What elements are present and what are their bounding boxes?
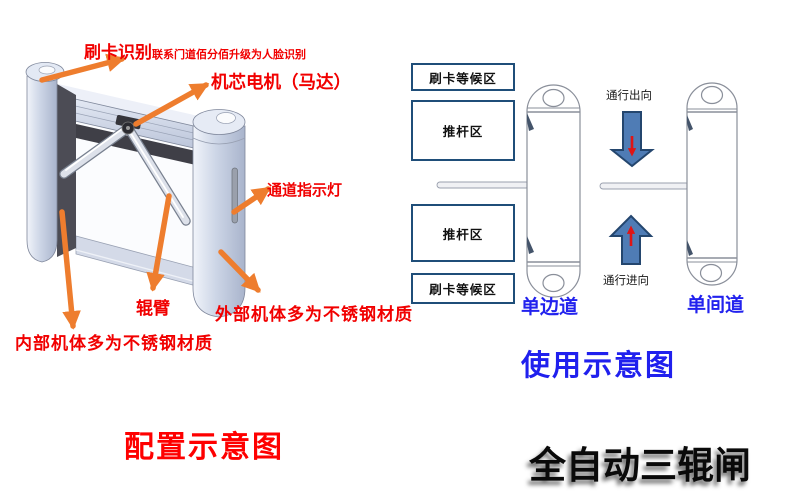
zone-box-swipe-wait-bottom: 刷卡等候区 bbox=[411, 273, 515, 304]
zone-box-swipe-wait-top: 刷卡等候区 bbox=[411, 63, 515, 91]
flow-in-label: 通行进向 bbox=[603, 275, 649, 287]
config-diagram-title: 配置示意图 bbox=[124, 431, 284, 464]
product-caption: 全自动三辊闸 bbox=[529, 445, 751, 486]
zone-box-pushrod-top: 推杆区 bbox=[411, 100, 515, 161]
arrow-to-exterior-label bbox=[218, 249, 261, 293]
lane-right-label: 单间道 bbox=[687, 295, 745, 316]
interior-material-label: 内部机体多为不锈钢材质 bbox=[15, 334, 213, 353]
channel-indicator-slot bbox=[231, 167, 238, 224]
swipe-recognition-text: 刷卡识别 bbox=[84, 43, 152, 62]
motor-label: 机芯电机（马达） bbox=[211, 72, 351, 92]
right-pillar-cap-hole bbox=[216, 112, 236, 124]
callout-arrows bbox=[39, 53, 272, 330]
usage-diagram-title: 使用示意图 bbox=[521, 350, 677, 382]
zone-box-pushrod-bottom: 推杆区 bbox=[411, 204, 515, 262]
arrow-to-swipe-label bbox=[39, 53, 126, 83]
left-pillar-cap-hole bbox=[38, 65, 56, 75]
machine-left-pillar bbox=[25, 62, 76, 263]
roller-arm-label: 辊臂 bbox=[136, 299, 170, 318]
usage-schematic bbox=[436, 82, 738, 298]
arrow-to-interior-label bbox=[59, 209, 81, 330]
machine-right-pillar bbox=[192, 109, 246, 318]
barrier-arm-right bbox=[599, 182, 690, 190]
exterior-material-label: 外部机体多为不锈钢材质 bbox=[215, 305, 413, 324]
swipe-upgrade-note: 联系门道佰分佰升级为人脸识别 bbox=[152, 49, 306, 61]
barrier-arm-left bbox=[436, 181, 530, 189]
arrow-to-indicator-label bbox=[231, 186, 272, 215]
channel-indicator-label: 通道指示灯 bbox=[267, 182, 343, 199]
swipe-recognition-label: 刷卡识别联系门道佰分佰升级为人脸识别 bbox=[84, 38, 306, 63]
arrow-to-motor-label bbox=[133, 82, 210, 127]
lane-left-label: 单边道 bbox=[521, 297, 579, 318]
lane-pillar-left bbox=[526, 84, 581, 298]
flow-arrows bbox=[608, 111, 655, 265]
arrow-to-arm-label bbox=[146, 193, 172, 292]
lane-pillar-right bbox=[686, 82, 738, 286]
turnstile-3d-drawing bbox=[25, 53, 272, 330]
flow-out-label: 通行出向 bbox=[606, 90, 652, 102]
